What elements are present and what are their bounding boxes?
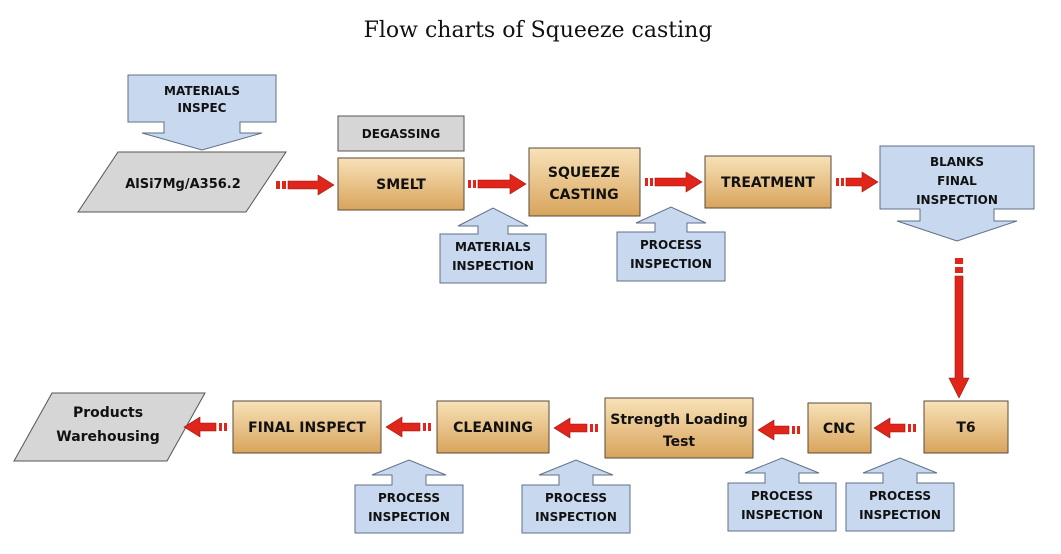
process-cleaning: CLEANING [436, 400, 550, 454]
inspection-process-2: PROCESS INSPECTION [354, 459, 464, 534]
process-label: SMELT [376, 177, 426, 193]
page-title: Flow charts of Squeeze casting [364, 18, 713, 43]
process-strength-loading-test: Strength Loading Test [604, 397, 754, 459]
inspection-label: PROCESS [378, 491, 440, 505]
process-label: T6 [956, 420, 975, 436]
inspection-label: MATERIALS [164, 84, 240, 98]
output-label: Products [73, 405, 143, 421]
process-final-inspect: FINAL INSPECT [232, 400, 382, 454]
arrow-treatment-to-blanks [836, 171, 879, 193]
inspection-label: INSPEC [178, 101, 227, 115]
arrow-blanks-to-t6 [948, 258, 970, 399]
inspection-label: PROCESS [869, 489, 931, 503]
process-label: FINAL INSPECT [248, 420, 366, 436]
inspection-label: INSPECTION [741, 508, 823, 522]
inspection-label: INSPECTION [535, 510, 617, 524]
arrow-squeeze-to-treatment [645, 171, 703, 193]
inspection-label: INSPECTION [368, 510, 450, 524]
process-label: CASTING [549, 187, 618, 203]
input-material: AlSi7Mg/A356.2 [77, 151, 287, 213]
arrow-t6-to-cnc [873, 417, 916, 439]
process-smelt: SMELT [337, 157, 465, 211]
inspection-label: BLANKS [930, 155, 984, 169]
output-label: Warehousing [56, 429, 159, 445]
inspection-label: INSPECTION [916, 193, 998, 207]
inspection-blanks-final: BLANKS FINAL INSPECTION [879, 145, 1035, 242]
inspection-label: MATERIALS [455, 240, 531, 254]
inspection-process-5: PROCESS INSPECTION [845, 457, 955, 532]
arrow-final-to-warehousing [183, 416, 227, 438]
degassing-label: DEGASSING [362, 127, 440, 141]
degassing-box: DEGASSING [337, 115, 465, 152]
inspection-process-1: PROCESS INSPECTION [616, 206, 726, 282]
inspection-label: INSPECTION [452, 259, 534, 273]
process-treatment: TREATMENT [704, 155, 832, 209]
process-label: SQUEEZE [548, 165, 620, 181]
process-label: CLEANING [453, 420, 533, 436]
inspection-label: INSPECTION [859, 508, 941, 522]
arrow-cleaning-to-final [385, 416, 431, 438]
process-cnc: CNC [807, 402, 872, 454]
inspection-label: FINAL [937, 174, 977, 188]
inspection-label: PROCESS [751, 489, 813, 503]
inspection-materials-inspec-top: MATERIALS INSPEC [127, 74, 277, 151]
process-squeeze-casting: SQUEEZE CASTING [528, 147, 641, 217]
inspection-label: INSPECTION [630, 257, 712, 271]
process-label: CNC [823, 421, 855, 437]
inspection-label: PROCESS [640, 238, 702, 252]
process-label: TREATMENT [721, 175, 815, 191]
process-t6: T6 [923, 400, 1009, 454]
inspection-label: PROCESS [545, 491, 607, 505]
inspection-process-3: PROCESS INSPECTION [521, 459, 631, 534]
arrow-smelt-to-squeeze [468, 173, 527, 195]
arrow-strength-to-cleaning [553, 417, 598, 439]
process-label: Test [663, 434, 696, 450]
output-products-warehousing: Products Warehousing [13, 392, 206, 462]
inspection-materials-inspection: MATERIALS INSPECTION [439, 207, 547, 284]
inspection-process-4: PROCESS INSPECTION [727, 457, 837, 532]
arrow-cnc-to-strength [757, 419, 800, 441]
process-label: Strength Loading [610, 412, 748, 428]
arrow-input-to-smelt [276, 174, 335, 196]
input-material-label: AlSi7Mg/A356.2 [125, 177, 241, 192]
